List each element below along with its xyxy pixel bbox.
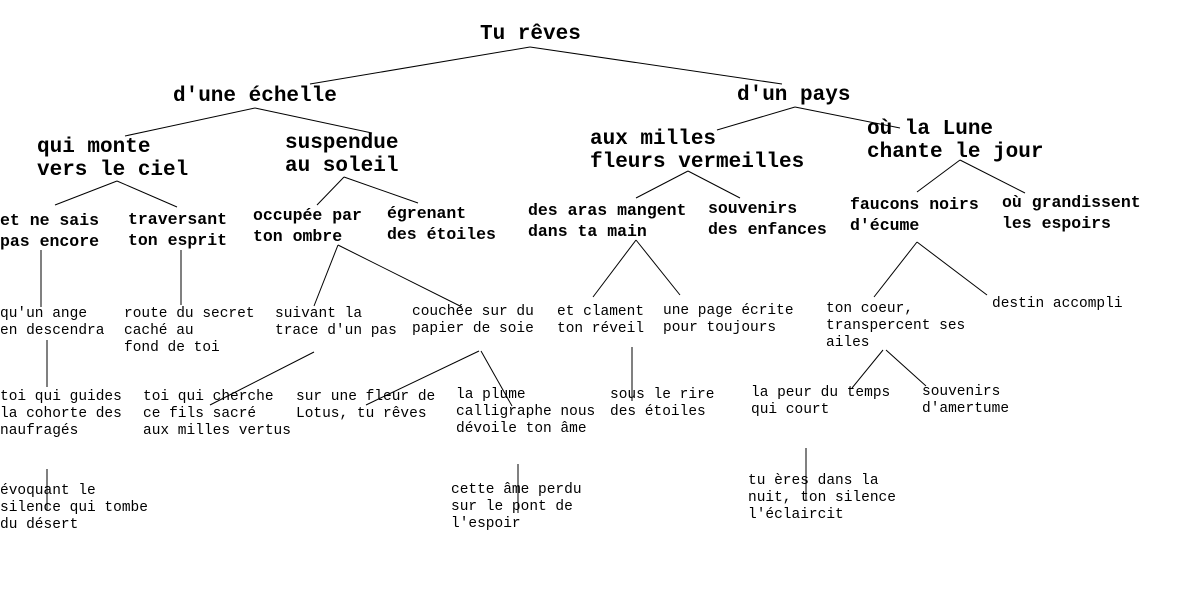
edge (480, 350, 513, 407)
node: suspendue au soleil (285, 132, 399, 178)
node: la peur du temps qui court (751, 385, 891, 418)
edge (309, 46, 531, 85)
node: qu'un ange en descendra (0, 306, 105, 339)
node: destin accompli (992, 296, 1123, 312)
node: souvenirs d'amertume (922, 384, 1010, 417)
node: des aras mangent dans ta main (528, 201, 687, 241)
edge (343, 176, 419, 204)
edge (916, 159, 961, 193)
edge (313, 244, 339, 307)
node: suivant la trace d'un pas (275, 306, 397, 339)
edge (116, 180, 178, 208)
node: qui monte vers le ciel (37, 136, 189, 182)
node: sur une fleur de Lotus, tu rêves (296, 389, 436, 422)
node: cette âme perdu sur le pont de l'espoir (451, 482, 582, 532)
edge (851, 349, 884, 389)
node: ton coeur, transpercent ses ailes (826, 301, 966, 351)
node: tu ères dans la nuit, ton silence l'écla… (748, 473, 896, 523)
edge (635, 239, 681, 296)
node: toi qui guides la cohorte des naufragés (0, 389, 122, 439)
node: évoquant le silence qui tombe du désert (0, 483, 148, 533)
node: égrenant des étoiles (387, 204, 496, 244)
node: une page écrite pour toujours (663, 303, 794, 336)
node: occupée par ton ombre (253, 206, 362, 246)
node: où grandissent les espoirs (1002, 193, 1141, 233)
edge (254, 107, 373, 134)
edge (794, 106, 901, 129)
edge (365, 350, 480, 406)
edge (529, 46, 783, 85)
node: couchée sur du papier de soie (412, 304, 534, 337)
edge (337, 244, 463, 308)
edge (716, 106, 796, 131)
edge (592, 239, 637, 298)
node: route du secret caché au fond de toi (124, 306, 255, 356)
node: souvenirs des enfances (708, 199, 827, 239)
edge (209, 351, 315, 406)
edge (124, 107, 256, 137)
node: et ne sais pas encore (0, 211, 100, 251)
edge (885, 349, 927, 387)
node: traversant ton esprit (128, 210, 228, 250)
node: où la Lune chante le jour (867, 118, 1044, 164)
node: la plume calligraphe nous dévoile ton âm… (456, 387, 596, 437)
node: faucons noirs d'écume (850, 195, 979, 235)
edge (635, 170, 689, 199)
edge (54, 180, 118, 206)
edge (959, 159, 1026, 194)
node: et clament ton réveil (557, 304, 645, 337)
edge (916, 241, 988, 296)
edge (873, 241, 918, 298)
node: aux milles fleurs vermeilles (590, 128, 805, 174)
node-pays: d'un pays (737, 84, 851, 107)
node-echelle: d'une échelle (173, 85, 337, 108)
edge (687, 170, 741, 199)
node: toi qui cherche ce fils sacré aux milles… (143, 389, 291, 439)
node: sous le rire des étoiles (610, 387, 715, 420)
edge (316, 176, 345, 206)
root-node: Tu rêves (480, 23, 581, 46)
